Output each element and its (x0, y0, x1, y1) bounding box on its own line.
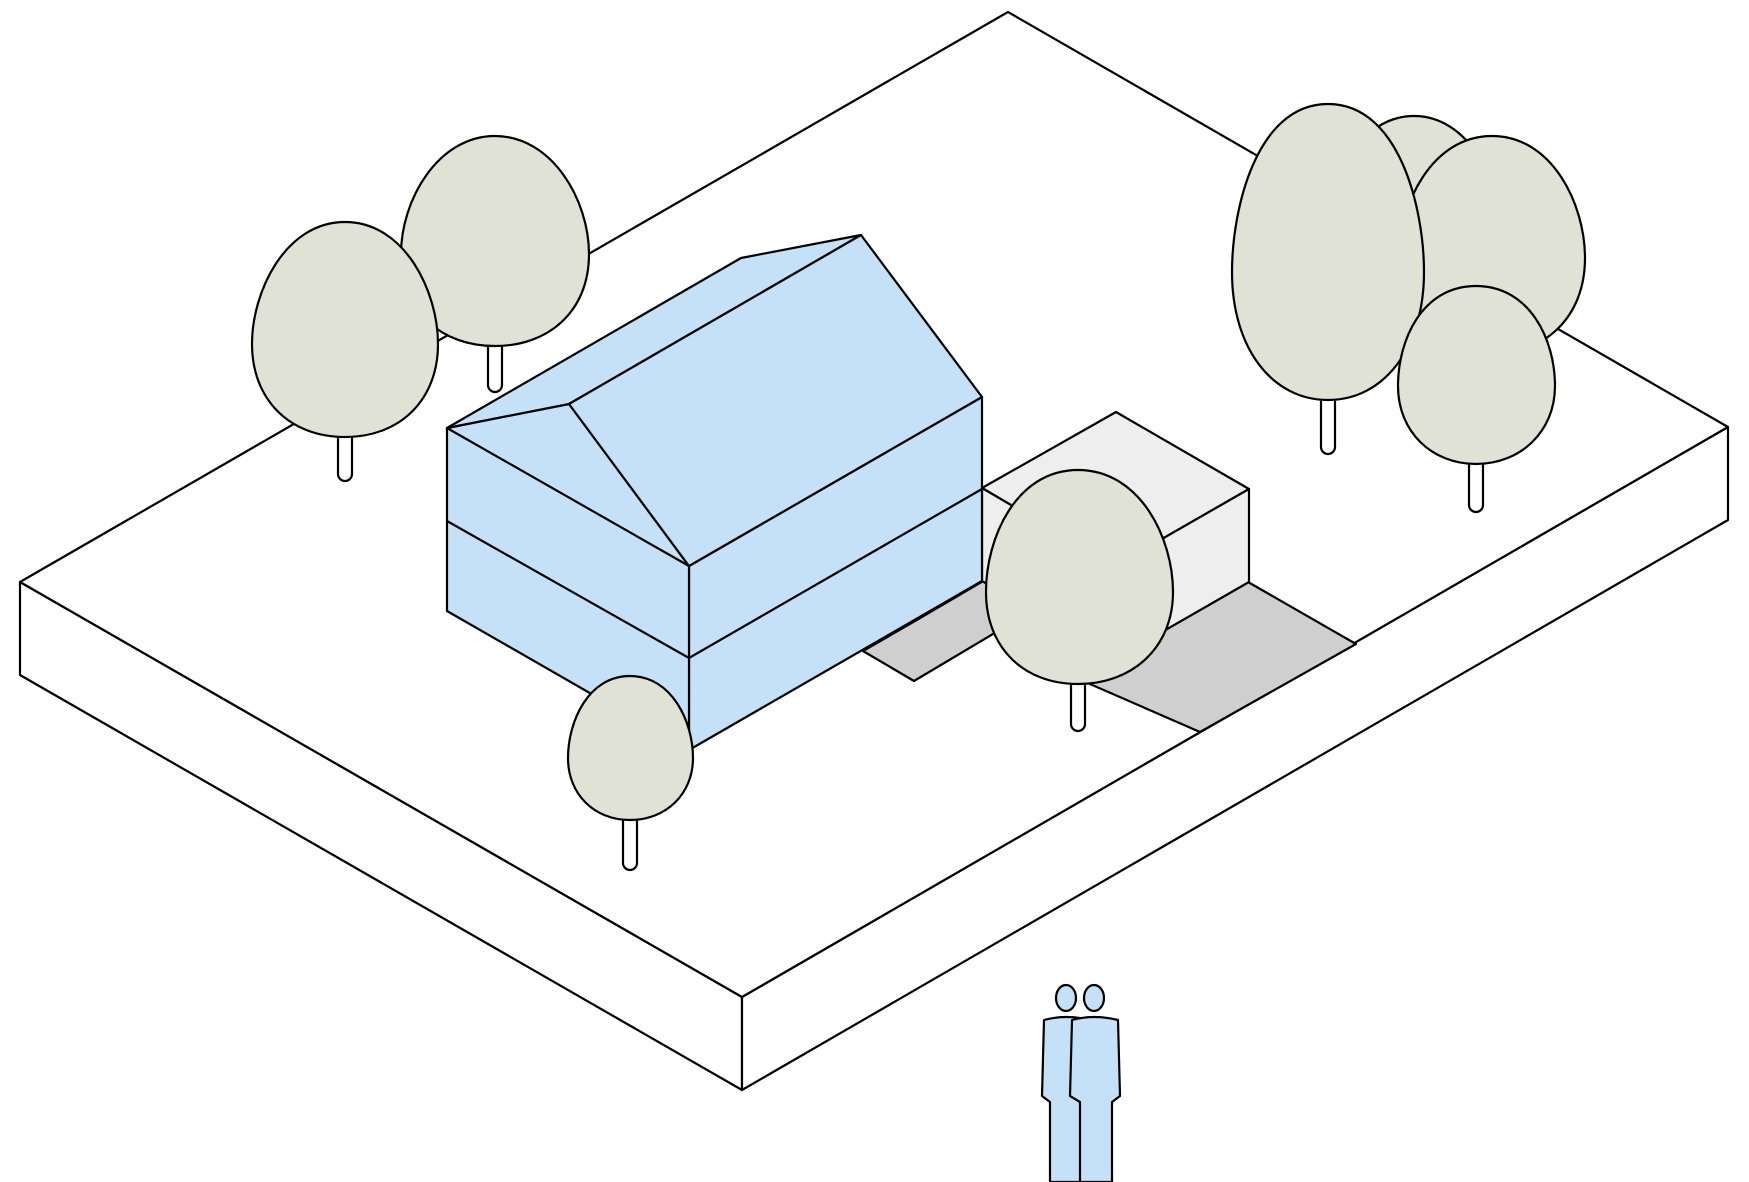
tree (399, 134, 591, 394)
house (445, 233, 984, 752)
tree-canopy (1230, 102, 1426, 402)
house-floor-line (687, 487, 984, 660)
tree-canopy (399, 134, 591, 348)
tree (566, 674, 695, 872)
tree (250, 220, 440, 483)
person-head (1054, 983, 1078, 1013)
person-body (1068, 1015, 1122, 1182)
tree-trunk (1319, 392, 1337, 456)
house-floor-line (445, 519, 691, 660)
person-figure (1068, 983, 1122, 1182)
tree-canopy (1396, 284, 1557, 466)
tree-canopy (566, 674, 695, 822)
house-roof-front (567, 233, 984, 568)
tree (1396, 284, 1557, 514)
person-head (1082, 983, 1106, 1013)
tree-trunk (486, 338, 504, 394)
tree (1230, 102, 1426, 456)
house-eave-line (445, 426, 691, 568)
tree (984, 468, 1175, 733)
tree-canopy (250, 220, 440, 439)
tree-canopy (984, 468, 1175, 686)
